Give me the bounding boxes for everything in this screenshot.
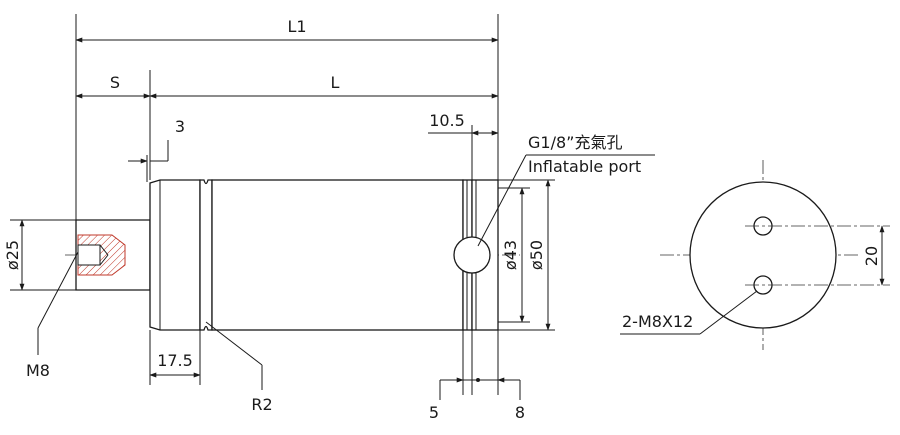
r2-groove <box>199 179 213 331</box>
dim-s: S <box>110 73 120 92</box>
inflatable-port <box>453 236 491 274</box>
dim-l1: L1 <box>287 17 306 36</box>
holes-label: 2-M8X12 <box>622 312 693 331</box>
dim-d25: ø25 <box>3 240 22 270</box>
radius-label: R2 <box>251 395 272 414</box>
dim-17-5: 17.5 <box>157 351 193 370</box>
barrel <box>211 179 464 331</box>
port-label-cn: G1/8”充氣孔 <box>528 133 622 152</box>
dim-5: 5 <box>429 403 439 422</box>
dim-10-5: 10.5 <box>429 111 465 130</box>
dim-d43: ø43 <box>501 240 520 270</box>
dim-l: L <box>331 73 340 92</box>
thread-label: M8 <box>26 361 50 380</box>
m8-leader <box>37 251 79 329</box>
r2-leader <box>205 321 263 366</box>
thread-hole <box>77 244 101 266</box>
end-face <box>689 181 837 329</box>
front-flange <box>149 179 201 331</box>
end-view: 20 2-M8X12 <box>620 160 890 350</box>
dim-8: 8 <box>515 403 525 422</box>
dim-20: 20 <box>862 246 881 266</box>
dim-3: 3 <box>175 117 185 136</box>
port-leader <box>477 154 527 247</box>
dim-d50: ø50 <box>527 240 546 270</box>
port-label-en: Inflatable port <box>528 157 641 176</box>
holes-leader <box>699 290 758 335</box>
side-view: L1 S L 3 10.5 ø25 ø43 ø50 17.5 <box>3 14 655 422</box>
